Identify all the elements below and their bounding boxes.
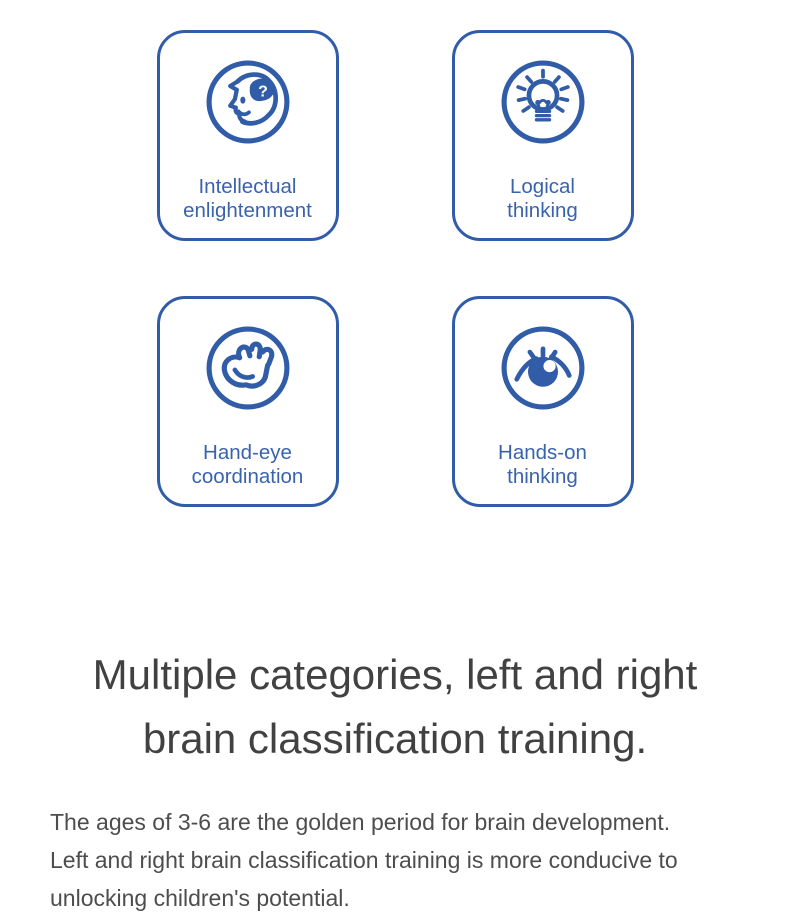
grabbing-hand-icon (203, 323, 293, 413)
section-paragraph: The ages of 3-6 are the golden period fo… (50, 809, 678, 911)
section-heading: Multiple categories, left and right brai… (92, 651, 698, 762)
feature-card-hand-eye-coordination: Hand-eye coordination (156, 296, 339, 507)
lightbulb-icon (498, 57, 588, 147)
card-label: Hand-eye coordination (191, 441, 304, 488)
feature-card-hands-on-thinking: Hands-on thinking (451, 296, 634, 507)
head-brain-question-icon: ? (203, 57, 293, 147)
card-label: Logical thinking (507, 175, 578, 222)
feature-card-logical-thinking: Logical thinking (451, 30, 634, 241)
eye-icon (498, 323, 588, 413)
card-label: Hands-on thinking (498, 441, 587, 488)
card-label: Intellectual enlightenment (183, 175, 312, 222)
feature-card-intellectual-enlightenment: ? Intellectual enlightenment (156, 30, 339, 241)
svg-text:?: ? (258, 83, 268, 100)
feature-cards: ? Intellectual enlightenment Logical (156, 30, 634, 507)
